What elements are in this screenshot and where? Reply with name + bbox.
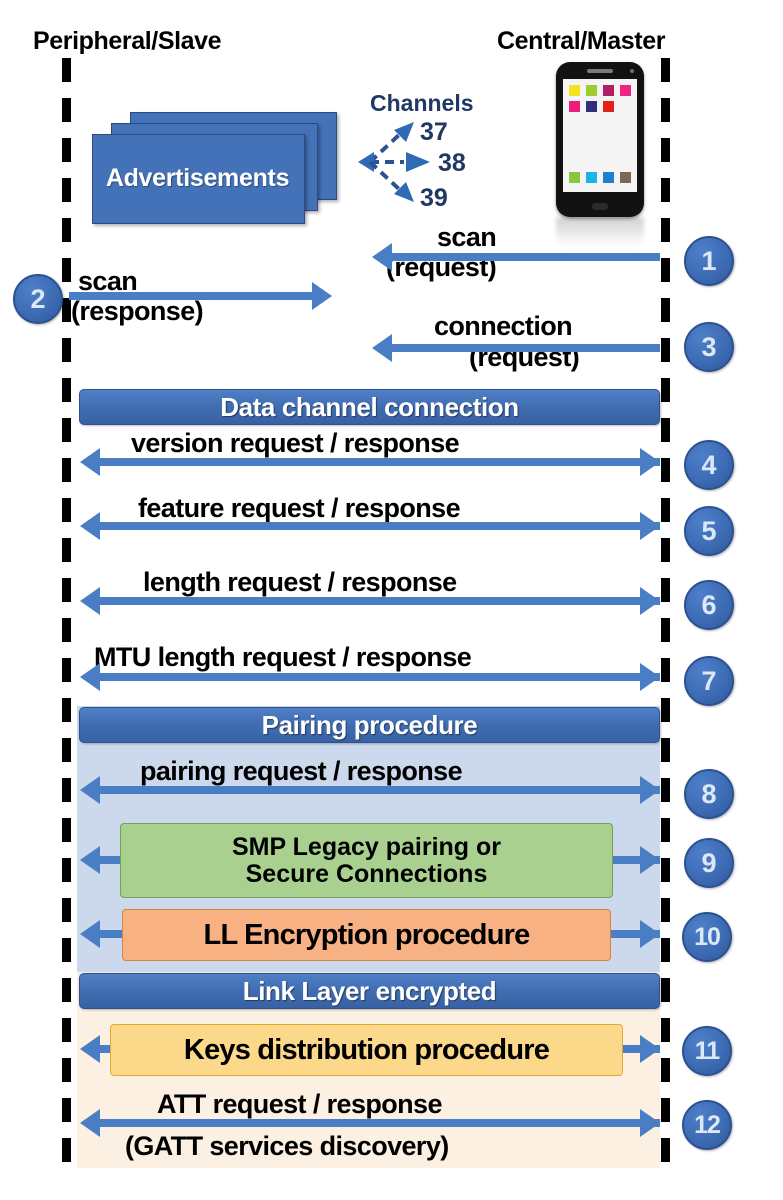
step-badge-2: 2: [13, 274, 63, 324]
arrowhead-scan-response: [312, 282, 332, 310]
advertisement-card-front: [92, 134, 305, 224]
msg-scan-response-line2: (response): [71, 296, 204, 326]
step-badge-7: 7: [684, 656, 734, 706]
step-badge-5: 5: [684, 506, 734, 556]
arrowhead-att-left: [80, 1109, 100, 1137]
section-bar-pairing: Pairing procedure: [79, 707, 660, 743]
msg-att-request-line2: (GATT services discovery): [125, 1131, 449, 1161]
arrowhead-version-right: [640, 448, 660, 476]
arrowhead-smp-right: [640, 846, 660, 874]
app-icon-red: [603, 101, 614, 112]
arrowhead-length-right: [640, 587, 660, 615]
app-icon-pink: [620, 85, 631, 96]
channel-number-39: 39: [420, 184, 448, 212]
app-icon-green: [569, 172, 580, 183]
phone-speaker: [587, 69, 613, 73]
arrowhead-mtu-left: [80, 663, 100, 691]
arrowhead-mtu-right: [640, 663, 660, 691]
peripheral-role-title: Peripheral/Slave: [33, 27, 222, 55]
channel-number-38: 38: [438, 149, 466, 177]
peripheral-lifeline: [62, 58, 71, 1178]
msg-feature-request: feature request / response: [138, 493, 461, 523]
arrowhead-length-left: [80, 587, 100, 615]
arrow-mtu-length-request: [100, 673, 660, 681]
central-role-title: Central/Master: [497, 27, 666, 55]
arrowhead-pairing-right: [640, 776, 660, 804]
arrowhead-ll-left: [80, 920, 100, 948]
central-lifeline: [661, 58, 670, 1178]
box-smp-line2: Secure Connections: [245, 859, 488, 888]
arrowhead-smp-left: [80, 846, 100, 874]
app-icon-brown: [620, 172, 631, 183]
arrow-feature-request: [100, 522, 660, 530]
smartphone-icon: [556, 62, 644, 217]
step-badge-8: 8: [684, 769, 734, 819]
arrowhead-ll-right: [640, 920, 660, 948]
box-smp-legacy-pairing: SMP Legacy pairing or Secure Connections: [120, 823, 613, 898]
step-badge-11: 11: [682, 1026, 732, 1076]
arrow-length-request: [100, 597, 660, 605]
app-icon-blue: [603, 172, 614, 183]
arrowhead-keys-left: [80, 1035, 100, 1063]
arrowhead-pairing-left: [80, 776, 100, 804]
arrow-att-request: [100, 1119, 660, 1127]
step-badge-6: 6: [684, 580, 734, 630]
arrowhead-feature-left: [80, 512, 100, 540]
app-icon-pink2: [569, 101, 580, 112]
arrow-pairing-request: [100, 786, 660, 794]
step-badge-12: 12: [682, 1100, 732, 1150]
app-icon-yellow: [569, 85, 580, 96]
msg-length-request: length request / response: [143, 567, 457, 597]
msg-connection-request-line1: connection: [434, 311, 573, 341]
msg-scan-response-line1: scan: [78, 266, 138, 296]
step-badge-9: 9: [684, 838, 734, 888]
msg-version-request: version request / response: [131, 428, 460, 458]
box-smp-line1: SMP Legacy pairing or: [231, 833, 502, 861]
phone-reflection: [556, 217, 644, 247]
msg-att-request-line1: ATT request / response: [157, 1089, 442, 1119]
step-badge-3: 3: [684, 322, 734, 372]
arrow-scan-request: [392, 253, 660, 261]
app-icon-magenta: [603, 85, 614, 96]
msg-pairing-request: pairing request / response: [140, 756, 463, 786]
phone-home-button: [592, 203, 608, 210]
arrowhead-feature-right: [640, 512, 660, 540]
step-badge-10: 10: [682, 912, 732, 962]
phone-screen: [563, 79, 637, 192]
box-ll-encryption-procedure: LL Encryption procedure: [122, 909, 611, 961]
app-icon-lime: [586, 85, 597, 96]
app-icon-cyan: [586, 172, 597, 183]
box-keys-label: Keys distribution procedure: [183, 1033, 550, 1066]
channels-group: Channels 37 38 39: [358, 90, 518, 235]
arrow-version-request: [100, 458, 660, 466]
channels-title: Channels: [370, 90, 474, 116]
arrowhead-keys-right: [640, 1035, 660, 1063]
arrowhead-att-right: [640, 1109, 660, 1137]
section-bar-data-channel: Data channel connection: [79, 389, 660, 425]
arrow-scan-response: [69, 292, 312, 300]
box-keys-distribution-procedure: Keys distribution procedure: [110, 1024, 623, 1076]
channel-arrows-icon: [358, 122, 430, 202]
advertisements-label: Advertisements: [105, 163, 290, 192]
step-badge-4: 4: [684, 440, 734, 490]
app-icon-navy: [586, 101, 597, 112]
channel-number-37: 37: [420, 118, 448, 146]
arrowhead-connection-request: [372, 334, 392, 362]
box-ll-label: LL Encryption procedure: [203, 918, 531, 951]
advertisements-stack: Advertisements: [92, 112, 342, 224]
step-badge-1: 1: [684, 236, 734, 286]
msg-mtu-length-request: MTU length request / response: [94, 642, 472, 672]
arrowhead-scan-request: [372, 243, 392, 271]
arrow-connection-request: [392, 344, 660, 352]
arrowhead-version-left: [80, 448, 100, 476]
section-bar-link-layer: Link Layer encrypted: [79, 973, 660, 1009]
phone-camera: [630, 69, 634, 73]
msg-scan-request-line1: scan: [437, 222, 497, 252]
